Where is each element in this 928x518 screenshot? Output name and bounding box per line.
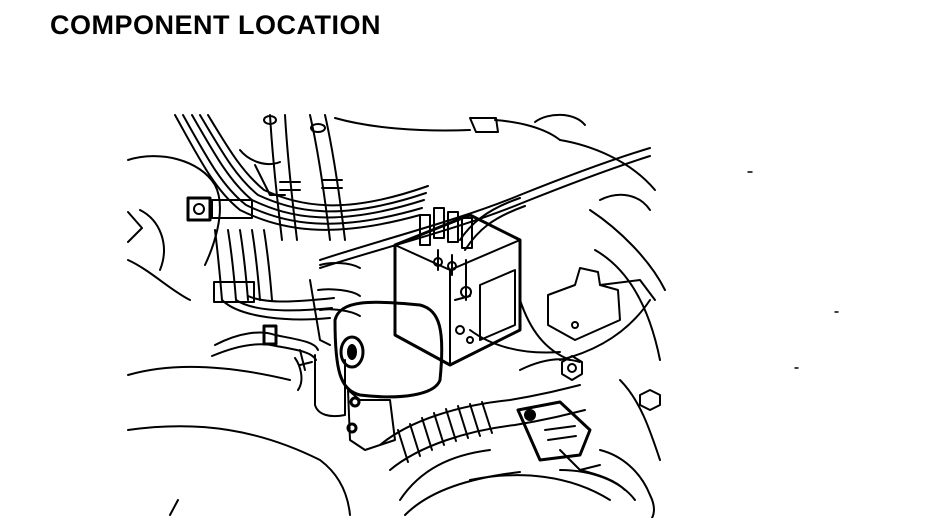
abs-modulator-block [393, 207, 522, 367]
mounting-bolt [561, 355, 661, 411]
lower-cylinder [294, 354, 396, 451]
mounting-bracket [547, 267, 656, 341]
lower-housing [469, 449, 656, 518]
brake-lines-left [174, 114, 429, 321]
brake-hoses-top [239, 114, 346, 241]
page-title: COMPONENT LOCATION [50, 10, 381, 40]
misc-details [747, 171, 839, 369]
corrugated-hose [379, 299, 586, 516]
line-clip [186, 196, 255, 303]
wire-harness-left [211, 324, 319, 371]
brake-lines-right [319, 147, 651, 269]
pump-motor [309, 262, 444, 399]
left-body-panel [127, 155, 351, 516]
